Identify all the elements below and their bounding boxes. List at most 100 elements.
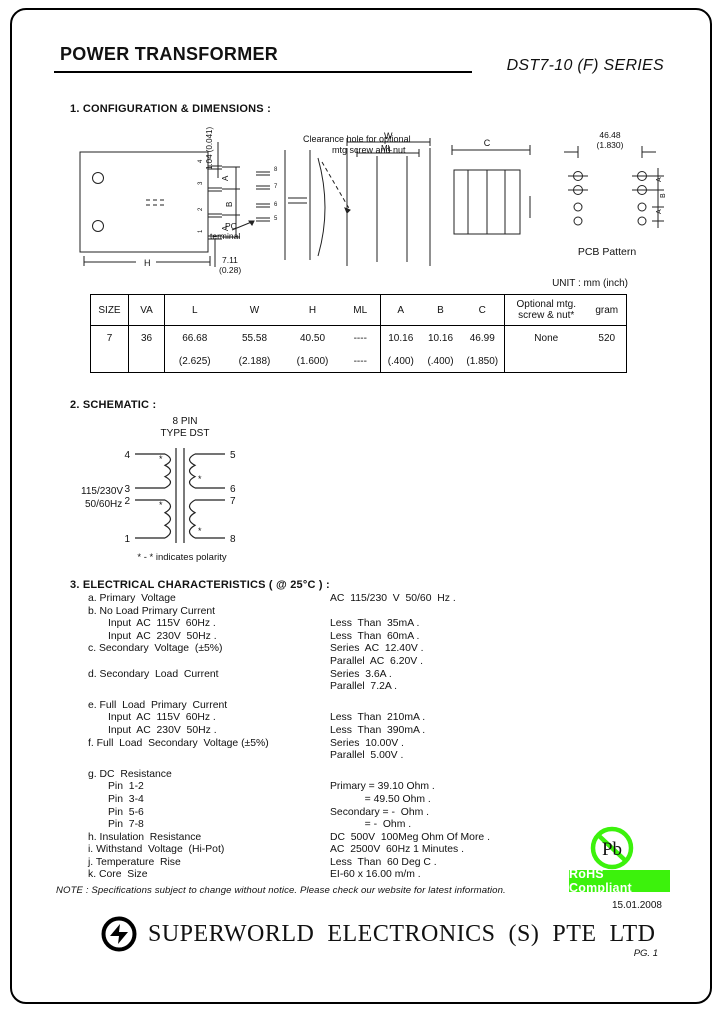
lead-free-icon: Pb [590, 826, 634, 870]
pin-3-label: 3 [124, 484, 130, 495]
electrical-item: g. DC Resistance [88, 769, 654, 782]
pin-8-label: 8 [230, 534, 236, 545]
electrical-item-label: c. Secondary Voltage (±5%) [88, 643, 223, 655]
electrical-item: Pin 7-8 = - Ohm . [88, 819, 654, 832]
pin-number: 7 [274, 184, 278, 190]
primary-winding-1 [163, 453, 172, 489]
electrical-item-label [88, 681, 330, 694]
electrical-item-label [88, 656, 330, 669]
pin-length-mm: 7.11 [222, 255, 238, 265]
polarity-mark: * [198, 474, 202, 484]
page-number: PG. 1 [633, 948, 658, 959]
pin-length-inch: (0.28) [219, 265, 241, 275]
pcb-pads [568, 171, 652, 226]
electrical-item: d. Secondary Load Current Series 3.6A . [88, 669, 654, 682]
electrical-item-value: EI-60 x 16.00 m/m . [330, 869, 421, 881]
electrical-item-value: DC 500V 100Meg Ohm Of More . [330, 831, 490, 843]
dim-ml-label: ML [381, 144, 393, 153]
electrical-item-label: i. Withstand Voltage (Hi-Pot) [88, 844, 225, 856]
electrical-item-value: Series 10.00V . [330, 737, 404, 749]
pc-terminal-line1: PC [225, 221, 237, 231]
electrical-item-value: AC 2500V 60Hz 1 Minutes . [330, 844, 464, 856]
pin-number: 6 [274, 202, 278, 208]
cell-size-in [91, 351, 129, 373]
left-pin-leads [135, 453, 165, 539]
right-pin-leads [195, 453, 225, 539]
electrical-item-label: Input AC 115V 60Hz . [108, 712, 216, 724]
electrical-item-label: Input AC 115V 60Hz . [108, 618, 216, 630]
clearance-note-line2: mtg screw and nut [332, 145, 406, 155]
unit-note: UNIT : mm (inch) [552, 278, 628, 289]
cell-h: 40.50 [299, 333, 326, 344]
electrical-item-value [330, 606, 654, 619]
cell-va: 36 [128, 325, 165, 351]
cell-optional: None [504, 325, 588, 351]
electrical-item: c. Secondary Voltage (±5%) Series AC 12.… [88, 643, 654, 656]
primary-freq-label: 50/60Hz [85, 499, 122, 510]
electrical-item-label: b. No Load Primary Current [88, 605, 216, 617]
polarity-mark: * [159, 500, 163, 510]
pin-4-label: 4 [124, 450, 130, 461]
bobbin-edges [284, 150, 311, 260]
revision-date: 15.01.2008 [611, 900, 662, 911]
electrical-item: Pin 1-2 Primary = 39.10 Ohm . [88, 781, 654, 794]
cell-gram: 520 [598, 333, 616, 344]
electrical-item-value: Less Than 35mA . [330, 618, 420, 630]
mounting-hole-icon [92, 220, 104, 232]
electrical-item-value: AC 115/230 V 50/60 Hz . [330, 593, 456, 604]
cell-a-in: (.400) [380, 351, 421, 373]
col-va: VA [128, 294, 165, 326]
electrical-item-label: Pin 7-8 [108, 819, 144, 831]
primary-voltage-label: 115/230V [81, 486, 123, 497]
dim-c-label: C [484, 138, 491, 148]
col-l: L [164, 294, 225, 326]
cell-c-in: (1.850) [466, 356, 499, 367]
electrical-item: Parallel AC 6.20V . [88, 656, 654, 669]
arrowhead [344, 207, 351, 214]
w-ml-dim-lines [346, 138, 431, 157]
col-h: H [284, 294, 341, 326]
cell-h-in: (1.600) [296, 356, 329, 367]
dimensions-table: SIZE VA L W H ML A B C Optional mtg. scr… [90, 294, 627, 373]
electrical-item-label: k. Core Size [88, 869, 148, 881]
primary-winding-2 [163, 499, 172, 539]
section3-heading: 3. ELECTRICAL CHARACTERISTICS ( @ 25°C )… [70, 579, 330, 591]
electrical-item: i. Withstand Voltage (Hi-Pot) AC 2500V 6… [88, 844, 654, 857]
polarity-mark: * [159, 454, 163, 464]
electrical-item-value [330, 700, 654, 713]
pcb-dim-inch: (1.830) [597, 140, 624, 150]
company-row: SUPERWORLD ELECTRONICS (S) PTE LTD [100, 915, 655, 953]
electrical-item-label: Input AC 230V 50Hz . [108, 630, 217, 642]
pin-thickness-dim: 1.04 (0.041) [205, 127, 214, 170]
electrical-item: Parallel 7.2A . [88, 681, 654, 694]
electrical-item-value: Parallel 5.00V . [330, 750, 404, 762]
company-logo [101, 916, 137, 952]
clearance-note-line1: Clearance hole for optional [303, 134, 411, 144]
electrical-item: Input AC 115V 60Hz . Less Than 35mA . [88, 618, 654, 631]
mounting-hole-icon [92, 172, 104, 184]
pin-stubs [208, 165, 222, 240]
polarity-note: * - * indicates polarity [137, 552, 226, 563]
electrical-item-label [88, 750, 330, 763]
pin-2-label: 2 [124, 496, 130, 507]
col-ml: ML [340, 294, 381, 326]
section2-heading: 2. SCHEMATIC : [70, 399, 157, 411]
pcb-dim-a2: A [656, 209, 663, 214]
col-size: SIZE [90, 294, 129, 326]
pin-number: 1 [198, 229, 204, 233]
company-name: SUPERWORLD ELECTRONICS (S) PTE LTD [148, 920, 656, 947]
dim-h-label: H [144, 258, 151, 268]
arrowhead [248, 220, 255, 226]
cell-b: 10.16 [427, 333, 454, 344]
electrical-item: Input AC 115V 60Hz . Less Than 210mA . [88, 712, 654, 725]
type-label-line1: 8 PIN [172, 416, 197, 427]
electrical-item-value [330, 769, 654, 782]
cell-a: 10.16 [380, 325, 421, 351]
cell-w: 55.58 [241, 333, 268, 344]
pin-number: 2 [198, 207, 204, 211]
cell-l: 66.68 [164, 325, 225, 351]
pin-5-label: 5 [230, 450, 236, 461]
core-lines [175, 448, 185, 543]
table-row-inch: (2.625) (2.188) (1.600) ---- (.400) (.40… [91, 351, 627, 373]
